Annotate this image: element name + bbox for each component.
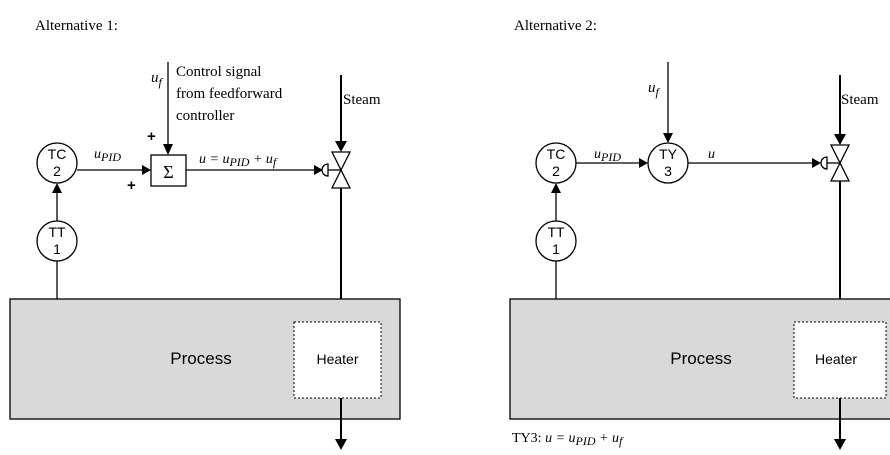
alt1-u-equation: u = uPID + uf bbox=[199, 152, 278, 169]
alt2-uf-label: uf bbox=[648, 80, 661, 99]
alt2-tc-num: 2 bbox=[552, 163, 560, 179]
alt2-tc-tag: TC bbox=[547, 146, 566, 162]
alt2-tt-num: 1 bbox=[552, 241, 560, 257]
alt1-process-label: Process bbox=[170, 349, 231, 368]
alt2-ty-tag: TY bbox=[659, 146, 678, 162]
alt2-heater-label: Heater bbox=[815, 351, 857, 367]
alt1-title: Alternative 1: bbox=[35, 18, 118, 34]
alt2-process-label: Process bbox=[670, 349, 731, 368]
alt2-ty3-note: TY3: u = uPID + uf bbox=[512, 431, 624, 448]
alt1-uf-label: uf bbox=[151, 70, 164, 89]
alt1-sum-symbol: Σ bbox=[163, 162, 173, 182]
alt1-tc-num: 2 bbox=[53, 163, 61, 179]
alt1-ff-note-line1: Control signal bbox=[176, 64, 261, 80]
alt2-u-label: u bbox=[708, 147, 715, 162]
alt1-valve-upper bbox=[330, 151, 352, 172]
alt2-heater-box bbox=[793, 321, 887, 399]
alt2-outlet-arrowhead bbox=[834, 439, 846, 450]
alt2-valve-actuator bbox=[820, 156, 828, 170]
alt2-tt-tag: TT bbox=[547, 224, 565, 240]
alt1-plus-top: + bbox=[147, 128, 156, 145]
alt1-ff-note-line3: controller bbox=[176, 108, 234, 124]
alt1-u-arrowhead bbox=[314, 165, 323, 175]
alt2-u-arrowhead bbox=[812, 158, 821, 168]
alt1-tc-tag: TC bbox=[48, 146, 67, 162]
alt1-steam-label: Steam bbox=[343, 92, 381, 108]
alt1-ff-note-line2: from feedforward bbox=[176, 86, 283, 102]
alt1-heater-box bbox=[293, 321, 382, 399]
alt2-upid-label: uPID bbox=[594, 147, 621, 164]
alt1-upid-label: uPID bbox=[94, 147, 121, 164]
alt1-steam-arrowhead bbox=[335, 141, 347, 152]
alt1-upid-arrowhead bbox=[142, 165, 151, 175]
alt2-title: Alternative 2: bbox=[514, 18, 597, 34]
alt2-tt-tc-arrowhead bbox=[551, 183, 561, 193]
alt1-outlet-arrowhead bbox=[335, 439, 347, 450]
alt1-tt-tag: TT bbox=[48, 224, 66, 240]
alt2-valve-lower bbox=[829, 161, 851, 182]
alt2-steam-label: Steam bbox=[841, 92, 879, 108]
alt1-heater-label: Heater bbox=[316, 351, 358, 367]
alt1-tt-tc-arrowhead bbox=[52, 183, 62, 193]
alt1-plus-left: + bbox=[127, 177, 136, 194]
alt2-upid-arrowhead bbox=[639, 158, 648, 168]
alt2-uf-arrowhead bbox=[663, 133, 673, 143]
alt2-ty-num: 3 bbox=[664, 163, 672, 179]
alt2-steam-arrowhead bbox=[834, 134, 846, 145]
alt1-valve-actuator bbox=[321, 163, 329, 177]
alt2-valve-upper bbox=[829, 144, 851, 165]
alt1-tt-num: 1 bbox=[53, 241, 61, 257]
alt1-uf-arrowhead bbox=[163, 144, 173, 155]
alt1-valve-lower bbox=[330, 168, 352, 189]
